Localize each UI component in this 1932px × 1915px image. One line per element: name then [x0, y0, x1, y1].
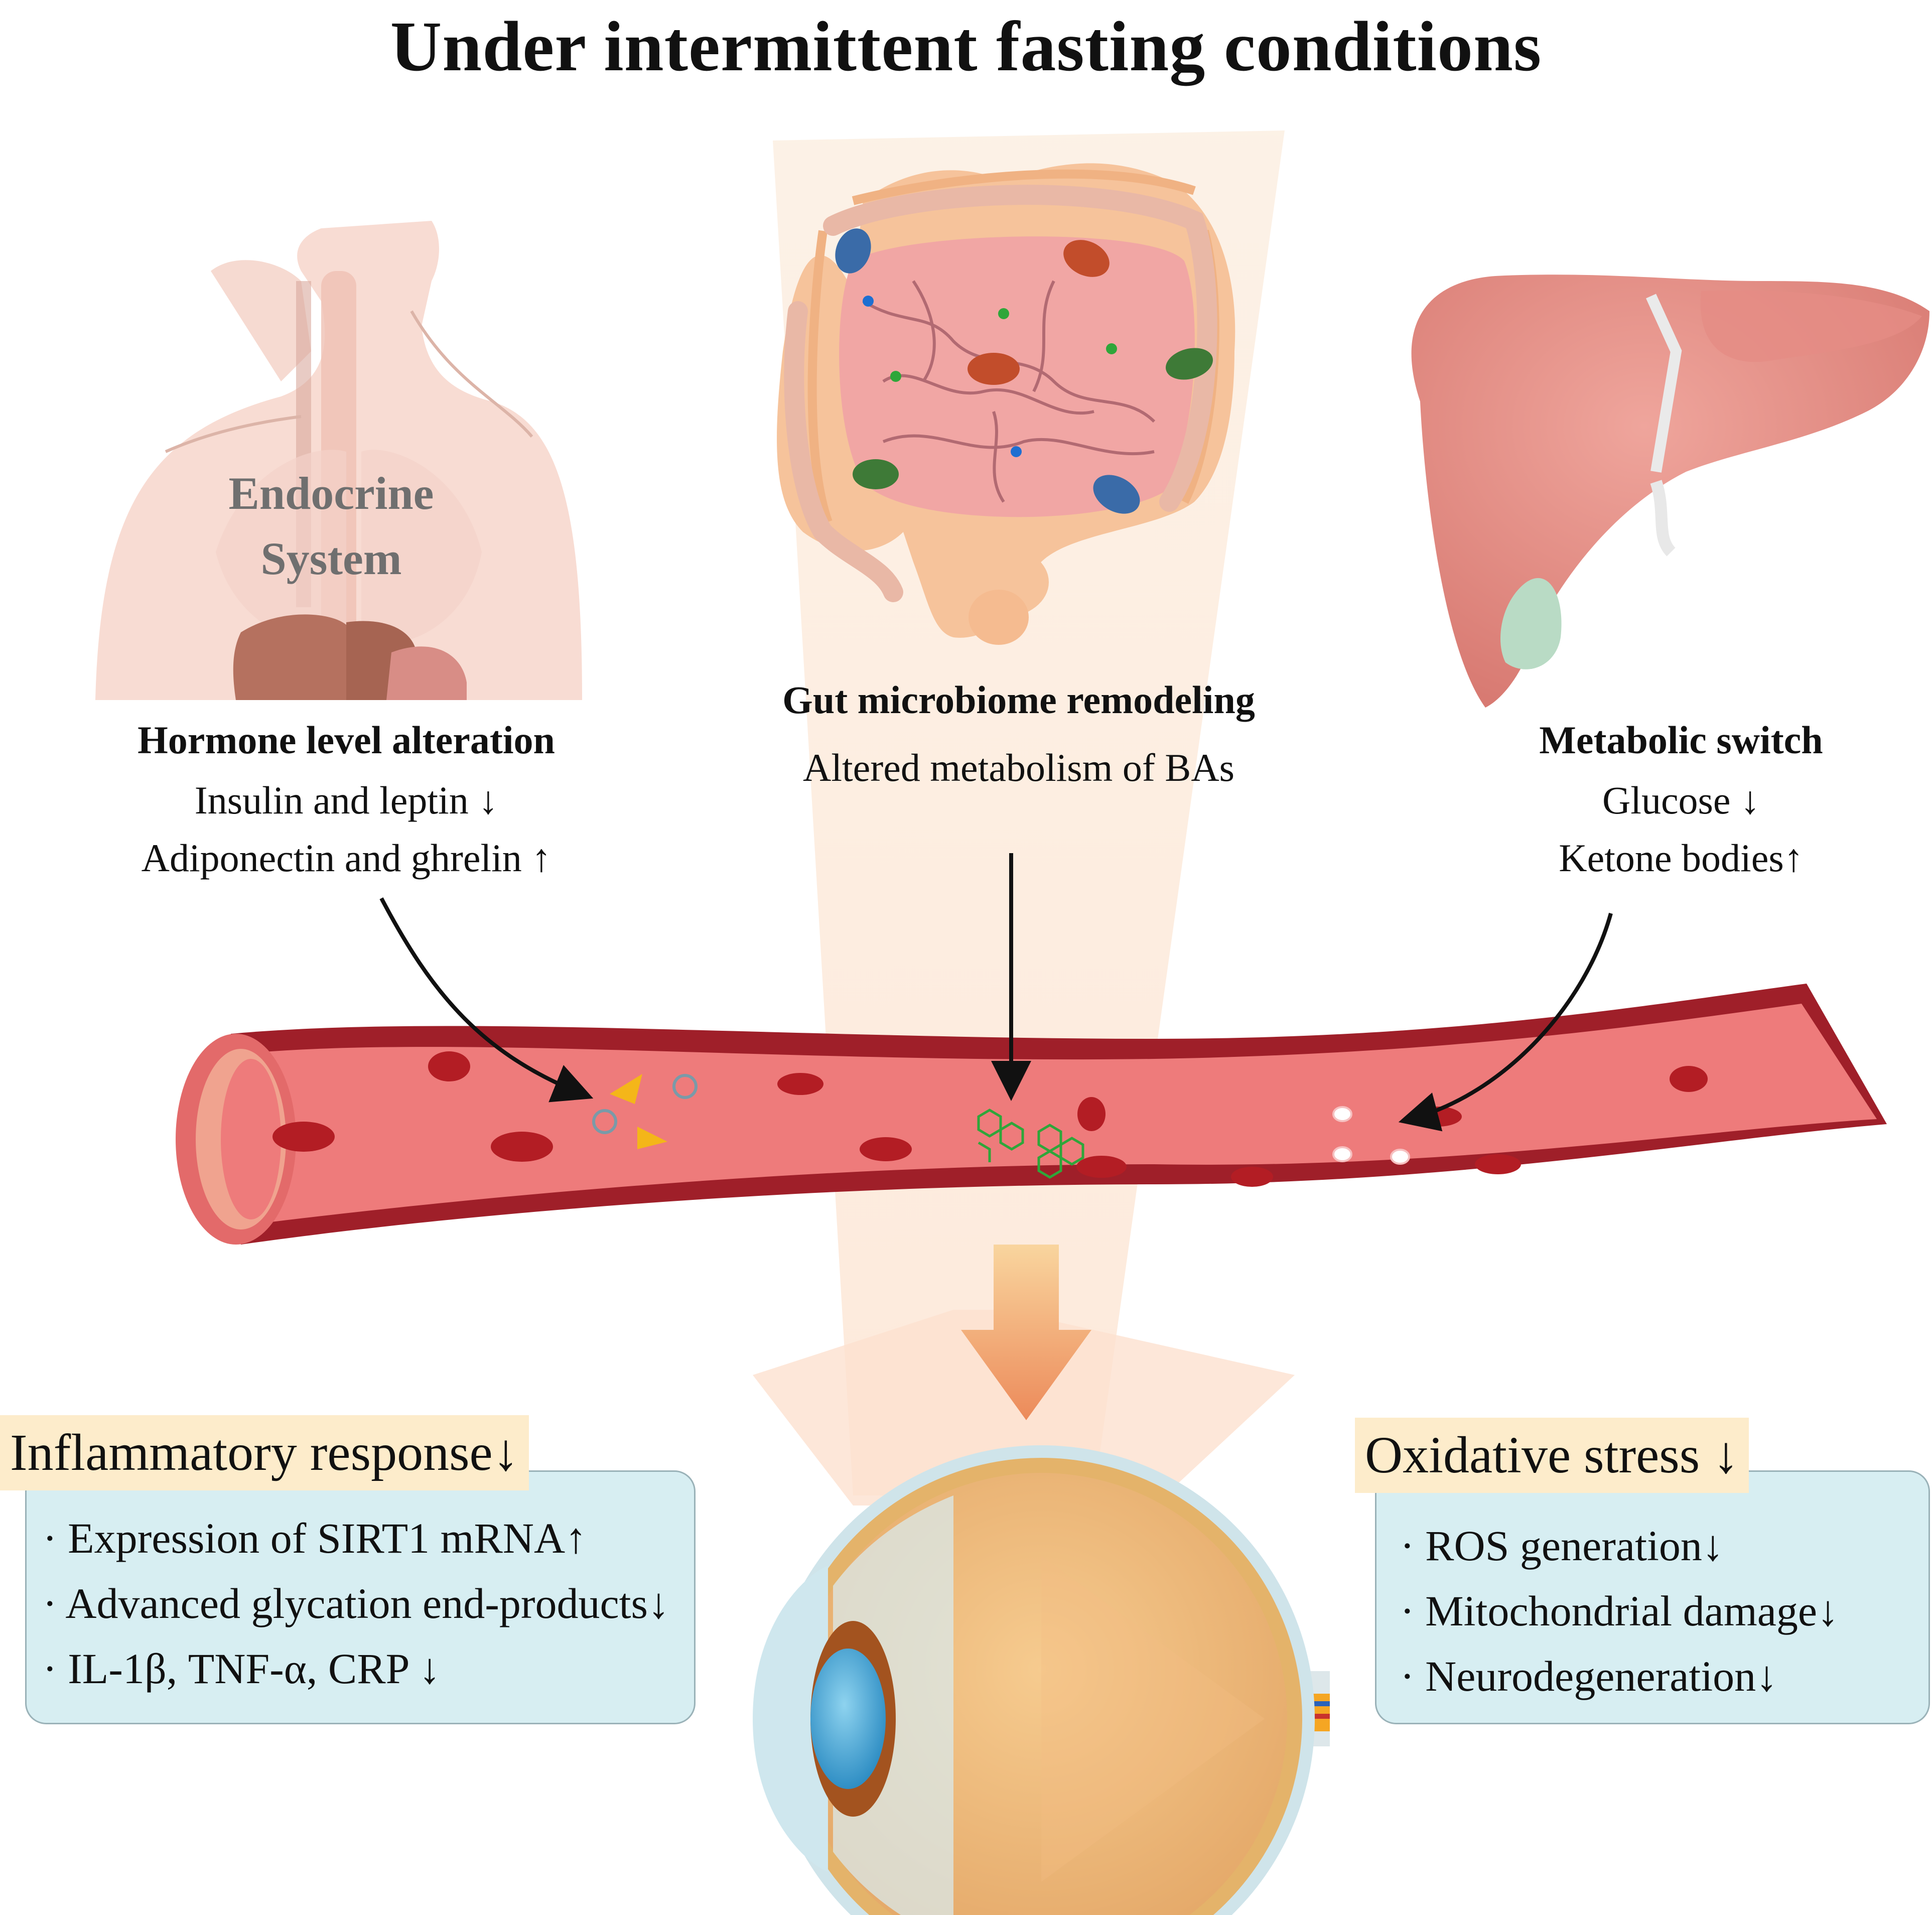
- oxidative-box: [1375, 1470, 1930, 1724]
- bacterium-orange: [968, 353, 1020, 385]
- oxidative-heading: Oxidative stress ↓: [1355, 1418, 1749, 1493]
- red-blood-cell: [1670, 1066, 1708, 1092]
- metabolic-heading: Metabolic switch: [1539, 718, 1823, 762]
- red-blood-cell: [428, 1051, 470, 1081]
- hormone-line-2: Adiponectin and ghrelin ↑: [141, 836, 551, 880]
- bile-acid-molecule: [1037, 1124, 1084, 1179]
- metabolic-line-2: Ketone bodies↑: [1559, 836, 1804, 880]
- oxidative-item-3: · Neurodegeneration↓: [1400, 1652, 1778, 1700]
- inflammatory-item-2: · Advanced glycation end-products↓: [43, 1579, 670, 1627]
- bacterium-blue: [835, 228, 871, 273]
- diagram-title: Under intermittent fasting conditions: [390, 7, 1542, 86]
- hormone-triangle: [610, 1074, 642, 1104]
- gut-heading: Gut microbiome remodeling: [782, 678, 1255, 722]
- red-blood-cell: [1475, 1154, 1521, 1174]
- eye-illustration: [753, 1445, 1330, 1915]
- oxidative-item-2: · Mitochondrial damage↓: [1400, 1587, 1839, 1635]
- red-blood-cell: [777, 1073, 823, 1095]
- endocrine-body-illustration: [95, 221, 582, 700]
- bacterium-green: [853, 459, 899, 489]
- ketone-body: [1390, 1149, 1410, 1165]
- inflammatory-item-1: · Expression of SIRT1 mRNA↑: [43, 1514, 587, 1562]
- ketone-body: [1332, 1106, 1352, 1122]
- bile-acid-molecule: [977, 1109, 1024, 1162]
- eye-lens: [810, 1649, 886, 1789]
- hormone-arrow: [379, 897, 594, 1103]
- bacterium-orange: [1063, 240, 1110, 277]
- red-blood-cell: [860, 1137, 912, 1161]
- endocrine-label-line-1: Endocrine: [228, 468, 434, 519]
- endocrine-label-line-2: System: [260, 533, 402, 584]
- ketone-body: [1332, 1146, 1352, 1162]
- bacterium-blue: [1093, 475, 1140, 514]
- oxidative-item-1: · ROS generation↓: [1400, 1522, 1724, 1570]
- colon-illustration: [777, 163, 1235, 645]
- hormone-triangle: [637, 1127, 667, 1149]
- inflammatory-heading: Inflammatory response↓: [0, 1415, 529, 1490]
- red-blood-cell: [491, 1132, 553, 1162]
- red-blood-cell: [1077, 1097, 1106, 1131]
- bacterium-green: [1165, 348, 1213, 380]
- blood-vessel: [176, 984, 1887, 1245]
- hormone-line-1: Insulin and leptin ↓: [194, 778, 498, 822]
- red-blood-cell: [1076, 1156, 1127, 1178]
- red-blood-cell: [272, 1122, 335, 1152]
- hormone-heading: Hormone level alteration: [137, 718, 555, 762]
- gut-line-1: Altered metabolism of BAs: [802, 746, 1235, 789]
- down-arrow-to-eye: [961, 1245, 1091, 1420]
- liver-illustration: [1411, 275, 1929, 708]
- metabolic-line-1: Glucose ↓: [1602, 778, 1760, 822]
- inflammatory-box: [25, 1470, 696, 1724]
- inflammatory-item-3: · IL-1β, TNF-α, CRP ↓: [43, 1645, 441, 1693]
- metabolic-arrow: [1398, 912, 1613, 1132]
- red-blood-cell: [1231, 1167, 1273, 1187]
